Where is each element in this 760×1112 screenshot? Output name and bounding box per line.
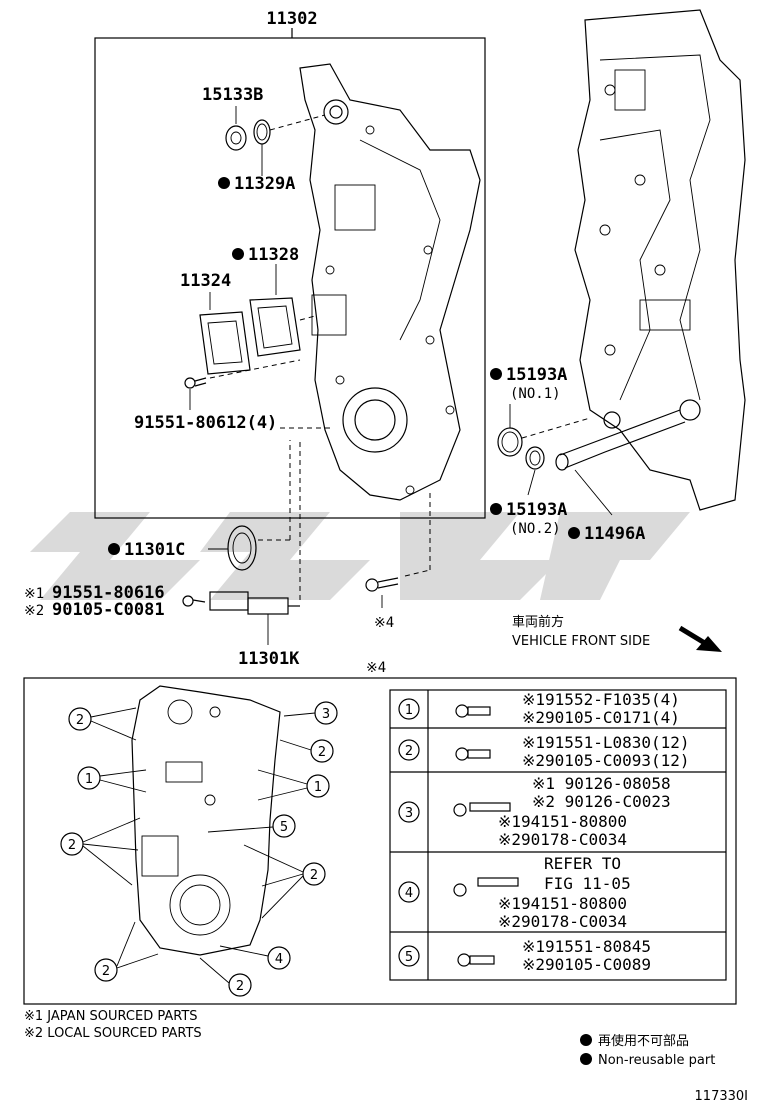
callout-2-midleft: 2 [60,817,141,886]
pipe-11496A [555,409,686,471]
label-11496A: 11496A [584,524,645,544]
label-91551-80616: 91551-80616 [52,583,165,603]
table-row-4-line-1: REFER TO [544,854,621,873]
table-row-1-line-1: ※191552-F1035(4) [522,690,680,709]
non-reusable-dot [490,368,502,380]
svg-text:2: 2 [68,838,76,853]
bolt-location-frame [23,677,737,1005]
non-reusable-dot [490,503,502,515]
label-11328: 11328 [248,245,299,265]
gasket-11329A [253,119,271,145]
bolt-table: 1 2 3 4 5 ※191552-F1035(4) ※290105-C0171… [389,689,727,981]
callout-2-midright: 2 [243,844,326,919]
label-11301C: 11301C [124,540,185,560]
label-15193A-no2: 15193A [506,500,567,520]
table-row-4-line-4: ※290178-C0034 [498,912,627,931]
label-90105-C0081: 90105-C0081 [52,600,165,620]
non-reusable-dot [568,527,580,539]
table-row-5-num: 5 [405,950,413,965]
table-row-3-line-3: ※194151-80800 [498,812,627,831]
ring-no2 [525,446,545,470]
bolt-sensor [182,595,206,607]
table-row-5-line-2: ※290105-C0089 [522,955,651,974]
label-91551-80612: 91551-80612(4) [134,413,277,433]
svg-text:2: 2 [318,745,326,760]
bolt-map-cover [131,685,281,956]
note-dowel: ※4 [366,660,386,676]
svg-text:2: 2 [310,868,318,883]
svg-text:2: 2 [102,964,110,979]
engine-block [574,9,746,511]
callout-1-right: 1 [257,769,330,801]
table-row-4-num: 4 [405,886,413,901]
note-no1: (NO.1) [510,386,561,402]
label-11302: 11302 [266,9,317,29]
callout-1-left: 1 [77,766,147,793]
non-reusable-dot [218,177,230,189]
table-row-3-line-1: ※1 90126-08058 [532,774,671,793]
legend-en: Non-reusable part [598,1053,715,1068]
gasket-11328 [249,297,301,357]
svg-text:5: 5 [280,820,288,835]
table-row-4-line-2: FIG 11-05 [544,874,631,893]
svg-text:1: 1 [85,772,93,787]
table-row-2-num: 2 [405,744,413,759]
callout-5: 5 [207,814,296,838]
table-row-4-line-3: ※194151-80800 [498,894,627,913]
footnote-local: ※2 LOCAL SOURCED PARTS [24,1026,202,1041]
mark-1: ※1 [24,586,44,602]
non-reusable-dot [108,543,120,555]
bolt-icon [453,704,519,967]
svg-text:1: 1 [314,780,322,795]
front-arrow-icon [678,625,722,652]
callout-2-topleft: 2 [68,707,137,741]
callout-4: 4 [219,945,291,970]
footnote-japan: ※1 JAPAN SOURCED PARTS [24,1009,198,1024]
table-row-2-line-1: ※191551-L0830(12) [522,733,690,752]
note-no2: (NO.2) [510,521,561,537]
table-row-3-num: 3 [405,806,413,821]
label-15193A-no1: 15193A [506,365,567,385]
cover-11324 [199,311,251,375]
callout-3: 3 [283,701,338,725]
svg-text:2: 2 [76,713,84,728]
figure-id: 117330I [695,1089,748,1104]
svg-text:3: 3 [322,707,330,722]
stud-bolt [365,577,399,592]
mark-2: ※2 [24,603,44,619]
legend-jp: 再使用不可部品 [598,1033,689,1049]
plug-15133B [225,125,247,151]
oil-seal-11301C [227,525,257,571]
non-reusable-dot [232,248,244,260]
front-en: VEHICLE FRONT SIDE [512,634,650,649]
callout-2-topright: 2 [279,739,334,763]
svg-text:4: 4 [275,952,283,967]
label-11301K: 11301K [238,649,300,669]
callout-2-bottomright: 2 [199,957,252,997]
callout-2-bottomleft: 2 [94,921,159,982]
label-15133B: 15133B [202,85,263,105]
svg-text:2: 2 [236,979,244,994]
label-11329A: 11329A [234,174,295,194]
table-row-3-line-4: ※290178-C0034 [498,830,627,849]
timing-cover [299,63,481,501]
table-row-1-num: 1 [405,703,413,718]
table-row-2-line-2: ※290105-C0093(12) [522,751,690,770]
table-row-5-line-1: ※191551-80845 [522,937,651,956]
label-11324: 11324 [180,271,231,291]
table-row-1-line-2: ※290105-C0171(4) [522,708,680,727]
bolt-91551-80612 [184,377,207,389]
table-row-3-line-2: ※2 90126-C0023 [532,792,671,811]
note-stud: ※4 [374,615,394,631]
legend-dot [580,1053,592,1065]
legend-dot [580,1034,592,1046]
front-jp: 車両前方 [512,614,564,630]
